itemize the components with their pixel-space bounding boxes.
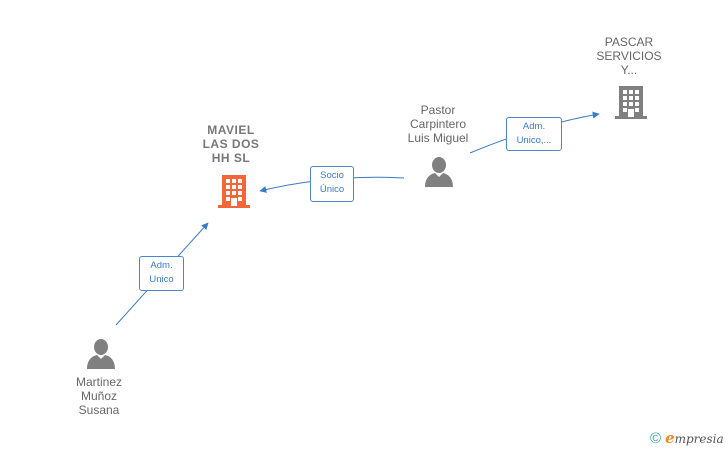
building-icon[interactable] (218, 173, 250, 209)
building-icon[interactable] (615, 84, 647, 120)
brand-logo: empresia (665, 429, 724, 447)
node-label-maviel[interactable]: MAVIEL LAS DOS HH SL (202, 123, 260, 165)
footer-brand: © empresia (650, 428, 724, 448)
edge-label-socio-unico[interactable]: Socio Único (310, 166, 354, 202)
node-label-pascar[interactable]: PASCAR SERVICIOS Y... (596, 35, 662, 77)
edge-label-adm-unico-pascar[interactable]: Adm. Unico,... (506, 117, 562, 151)
node-label-pastor[interactable]: Pastor Carpintero Luis Miguel (407, 103, 469, 145)
person-icon[interactable] (86, 338, 116, 370)
edge-label-adm-unico-martinez[interactable]: Adm. Unico (139, 256, 184, 291)
node-label-martinez[interactable]: Martinez Muñoz Susana (75, 375, 122, 417)
copyright-icon: © (650, 429, 662, 447)
person-icon[interactable] (424, 156, 454, 188)
